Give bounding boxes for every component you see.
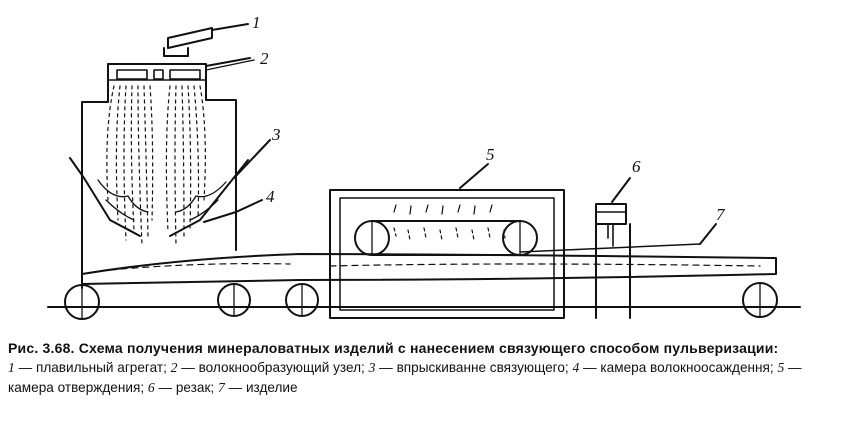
label-2: 2 [260,49,269,68]
legend-num-1: 1 [8,360,15,375]
legend-text-6: резак [175,380,211,395]
label-6: 6 [632,157,641,176]
legend-num-4: 4 [572,360,580,375]
curing-chamber [329,163,565,319]
caption-heading: Рис. 3.68. Схема получения минераловатны… [8,338,836,358]
melting-unit [163,23,249,57]
legend-text-2: волокнообразующий узел [198,360,362,375]
binder-nozzles [69,139,271,237]
process-diagram: 1 2 3 4 5 6 7 [47,13,801,320]
figure-caption: Рис. 3.68. Схема получения минераловатны… [8,338,836,398]
caption-prefix: Рис. 3.68. [8,340,75,356]
legend-num-5: 5 [777,360,785,375]
legend-num-6: 6 [147,380,155,395]
product-mat [81,223,777,285]
label-1: 1 [252,13,261,32]
cutter [595,177,631,319]
caption-title: Схема получения минераловатных изделий с… [78,340,779,356]
caption-legend: 1 — плавильный агрегат; 2 — волокнообраз… [8,360,802,395]
legend-text-4: камера волокноосаждення [600,360,770,375]
legend-text-3: впрыскиванне связующего [396,360,565,375]
legend-text-7: изделие [245,380,298,395]
fiber-streams [106,85,206,246]
conveyor-rollers [64,282,778,320]
label-3: 3 [271,125,281,144]
legend-text-5: камера отверждения [8,380,141,395]
label-4: 4 [266,187,275,206]
fiber-chamber [81,57,251,289]
legend-text-1: плавильный агрегат [35,360,164,375]
legend-num-7: 7 [217,380,225,395]
leader-2 [205,59,255,71]
legend-num-3: 3 [368,360,376,375]
label-7: 7 [716,205,726,224]
label-5: 5 [486,145,495,164]
legend-num-2: 2 [170,360,178,375]
